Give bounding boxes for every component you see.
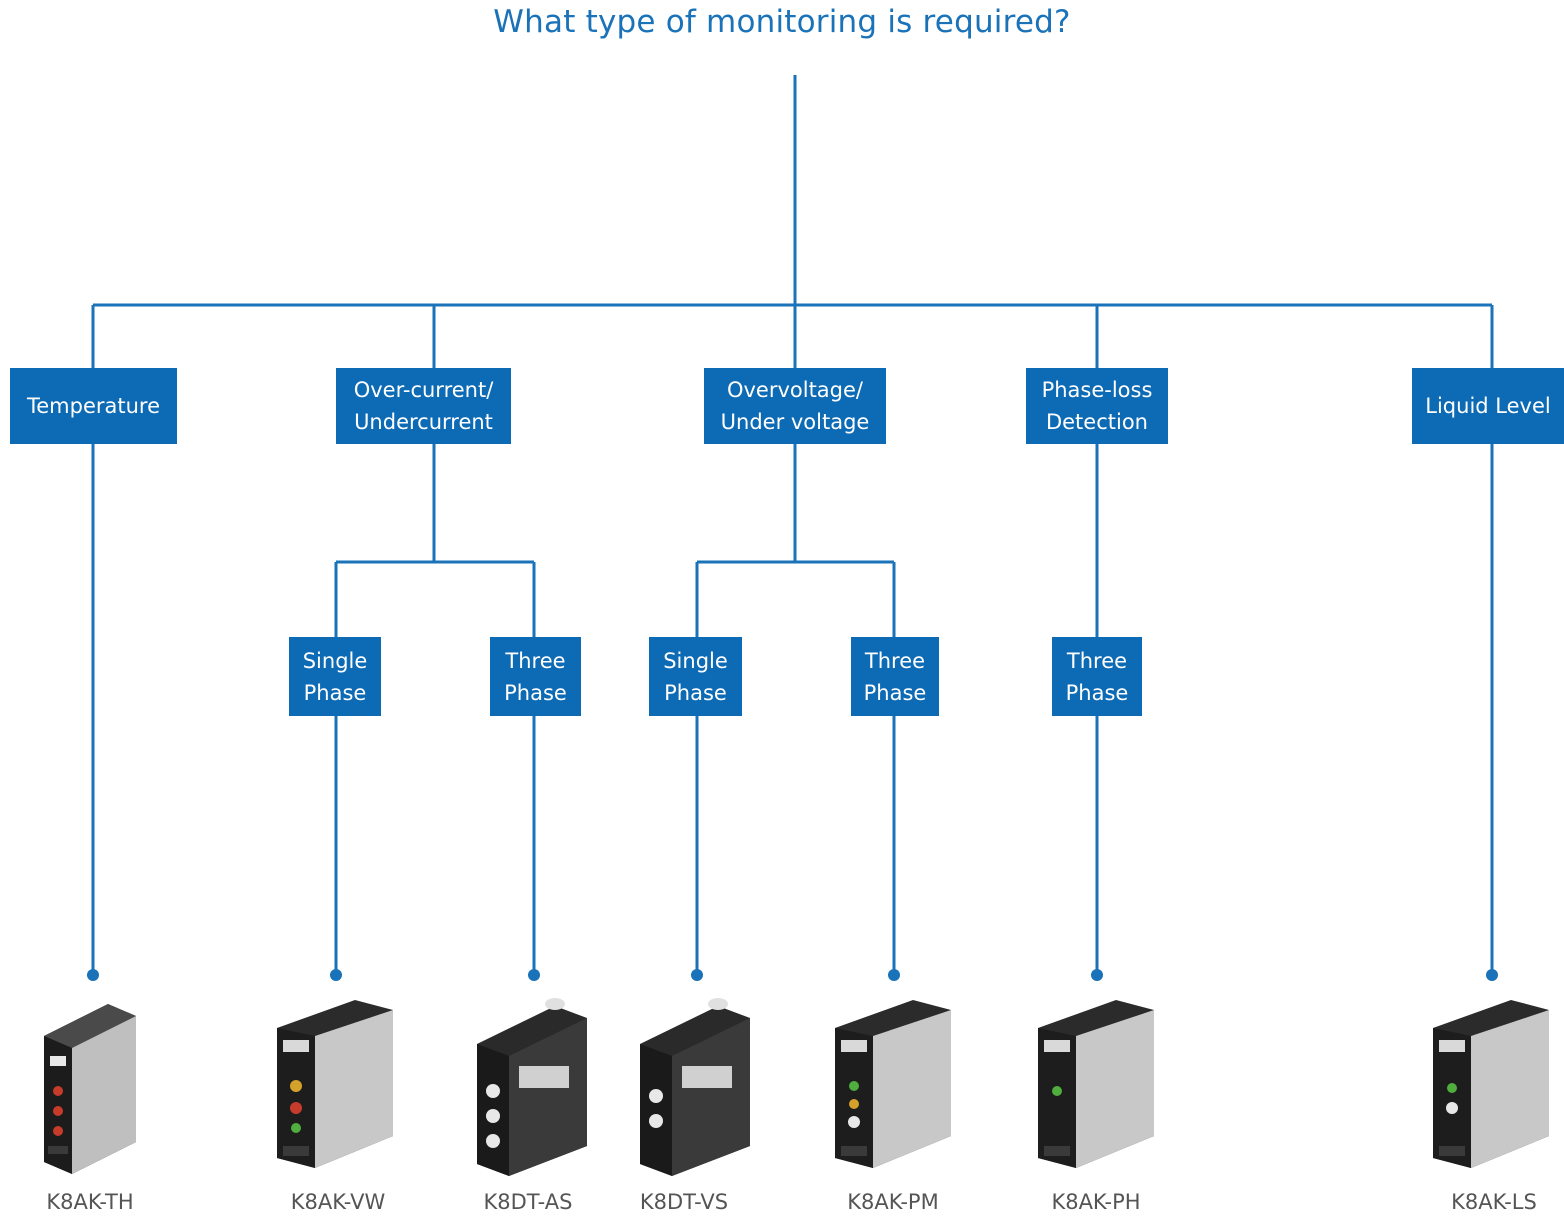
product-label: K8DT-VS [639,1190,729,1214]
relay-module-icon [44,1004,136,1174]
phase-phaseloss-three: Three Phase [1052,637,1142,716]
product-k8ak-th [10,996,170,1176]
category-overcurrent: Over-current/ Undercurrent [336,368,511,444]
relay-module-icon [835,1000,951,1168]
endpoint-dot [330,969,342,981]
relay-module-icon [640,998,750,1176]
relay-module-icon [1038,1000,1154,1168]
product-k8ak-vw [256,996,416,1176]
relay-module-icon [477,998,587,1176]
phase-voltage-single: Single Phase [649,637,742,716]
category-label: Liquid Level [1425,394,1551,418]
product-label: K8AK-PM [847,1190,939,1214]
phase-label: Single Phase [302,648,368,705]
phase-current-three: Three Phase [490,637,581,716]
phase-current-single: Single Phase [289,637,381,716]
phase-voltage-three: Three Phase [851,637,939,716]
product-label: K8AK-LS [1451,1190,1537,1214]
phase-label: Three Phase [504,648,567,705]
phase-label: Three Phase [863,648,927,705]
product-k8ak-ls [1412,996,1564,1176]
phase-label: Three Phase [1065,648,1129,705]
category-temperature: Temperature [10,368,177,444]
product-k8ak-pm [814,996,974,1176]
category-label: Phase-loss Detection [1041,378,1153,434]
product-k8dt-vs [617,996,777,1176]
endpoint-dot [691,969,703,981]
endpoint-dot [888,969,900,981]
endpoint-dot [87,969,99,981]
product-label: K8AK-VW [290,1190,386,1214]
product-k8ak-ph [1017,996,1177,1176]
product-k8dt-as [454,996,614,1176]
category-label: Temperature [26,394,161,418]
category-phase-loss: Phase-loss Detection [1026,368,1168,444]
endpoint-dot [1091,969,1103,981]
endpoint-dot [528,969,540,981]
endpoint-dot [1486,969,1498,981]
category-label: Overvoltage/ Under voltage [720,378,870,434]
diagram-title: What type of monitoring is required? [493,4,1071,40]
phase-label: Single Phase [663,648,728,705]
category-liquid-level: Liquid Level [1412,368,1564,444]
relay-module-icon [277,1000,393,1168]
product-label: K8AK-PH [1051,1190,1141,1214]
category-overvoltage: Overvoltage/ Under voltage [704,368,886,444]
relay-module-icon [1433,1000,1549,1168]
product-label: K8AK-TH [46,1190,134,1214]
category-label: Over-current/ Undercurrent [353,378,494,434]
product-label: K8DT-AS [483,1190,573,1214]
